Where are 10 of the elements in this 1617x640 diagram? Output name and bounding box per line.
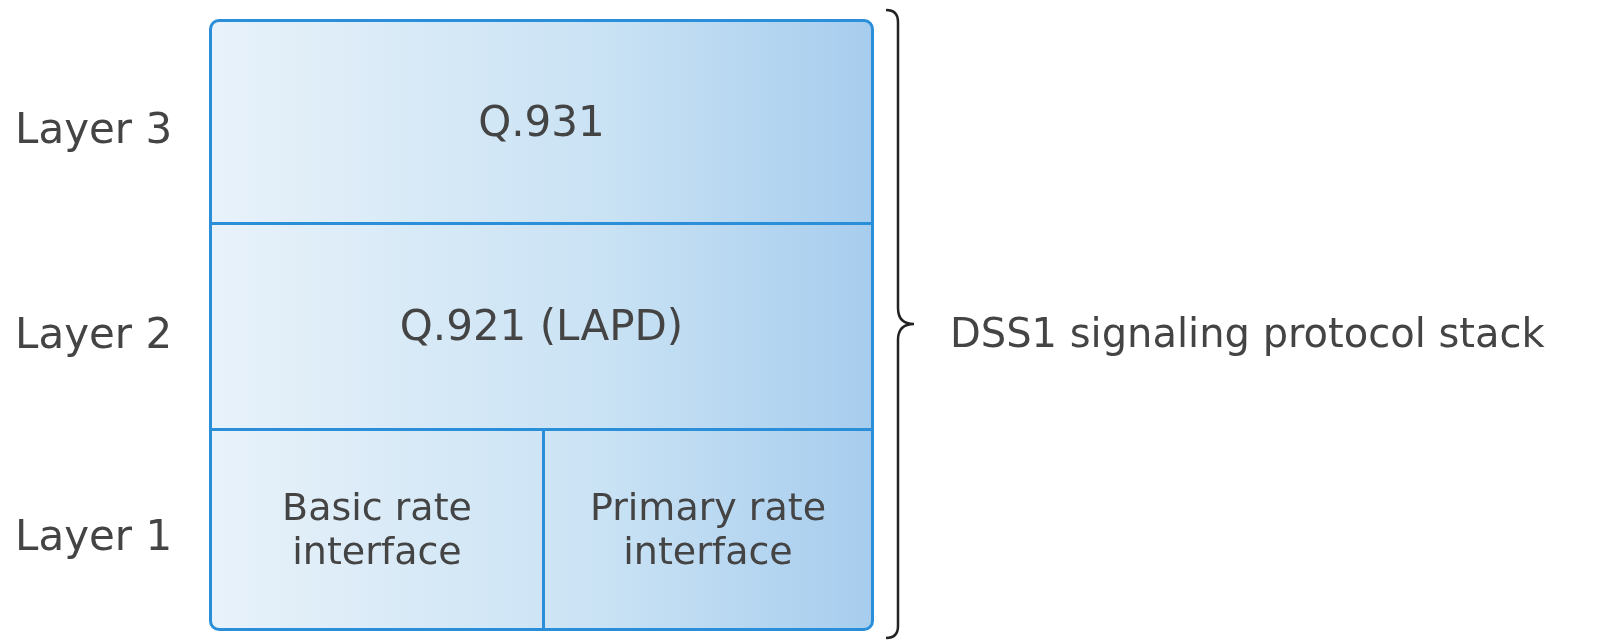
layer-label: Layer 2 — [15, 308, 173, 358]
protocol-layer-cell — [542, 428, 871, 628]
layer-label: Layer 1 — [15, 510, 173, 560]
protocol-name: Q.931 — [478, 97, 605, 147]
stack-caption: DSS1 signaling protocol stack — [950, 310, 1545, 356]
protocol-stack-box — [209, 19, 874, 631]
protocol-name: Basic rate interface — [281, 485, 473, 574]
protocol-name: Q.921 (LAPD) — [399, 302, 684, 351]
protocol-name: Primary rate interface — [588, 485, 828, 574]
layer-label: Layer 3 — [15, 103, 173, 153]
